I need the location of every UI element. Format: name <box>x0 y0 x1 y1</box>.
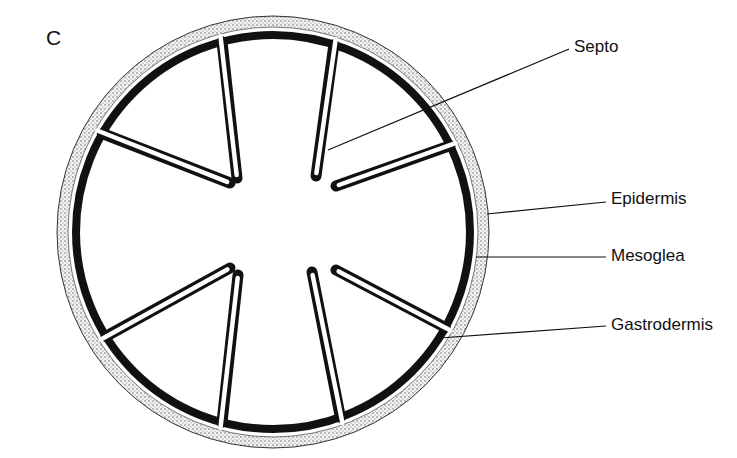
septum-core <box>339 271 451 330</box>
septum-core <box>220 278 237 428</box>
septa-group <box>97 36 455 428</box>
septum-core <box>339 143 456 185</box>
septum-core <box>220 36 236 175</box>
panel-letter: C <box>46 26 61 49</box>
septum-core <box>101 269 228 339</box>
part-label: Gastrodermis <box>611 316 713 335</box>
leader-line <box>440 326 606 338</box>
part-label: Mesoglea <box>611 247 685 266</box>
leader-line <box>476 256 606 257</box>
mesoglea-layer <box>68 27 478 437</box>
gastrodermis-layer <box>76 35 470 429</box>
septum-core <box>313 275 343 423</box>
leader-line <box>487 202 606 214</box>
part-label: Septo <box>574 38 618 57</box>
epidermis-layer <box>57 16 489 448</box>
septum-core <box>316 39 335 173</box>
part-label: Epidermis <box>611 190 687 209</box>
septum-core <box>97 131 227 182</box>
leader-line <box>328 49 569 150</box>
